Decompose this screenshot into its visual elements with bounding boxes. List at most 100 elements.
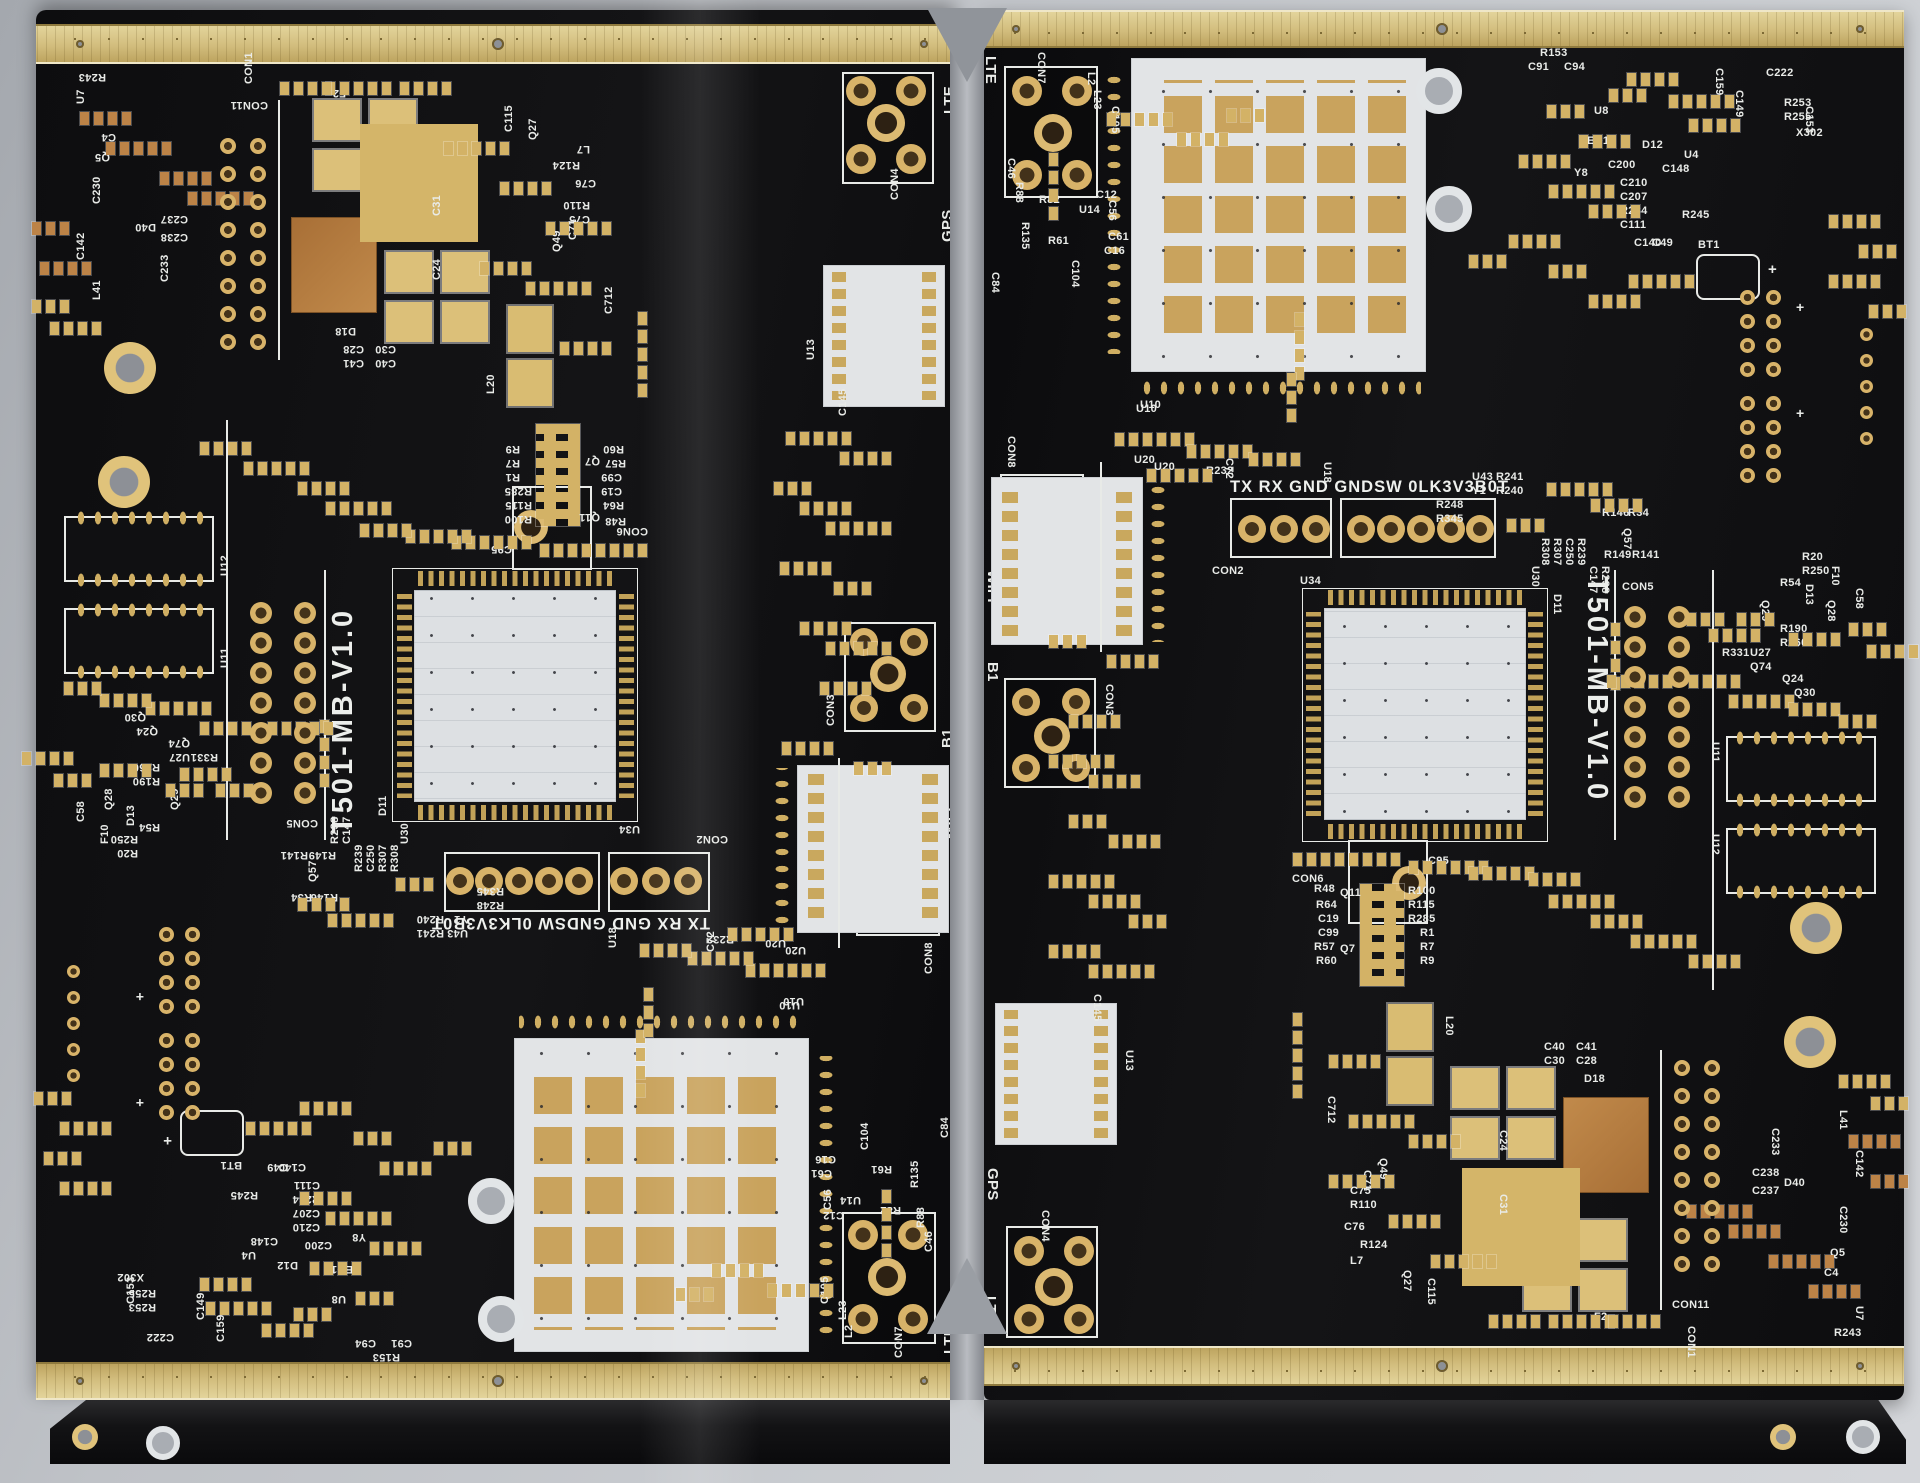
pad: [560, 342, 570, 356]
pad: [1190, 132, 1200, 146]
through-hole: [250, 752, 272, 774]
pad: [1588, 482, 1598, 496]
silk-ref: D40: [134, 221, 156, 233]
through-hole: [1624, 726, 1646, 748]
silk-ref: R60: [1316, 955, 1338, 967]
silk-ref: R34: [1628, 507, 1650, 519]
pad: [1102, 894, 1112, 908]
silk-ref: R248: [476, 899, 505, 911]
pad-row: [1292, 310, 1306, 382]
silk-ref: C61: [810, 1167, 832, 1179]
pad: [442, 82, 452, 96]
silk-ref: R61: [870, 1163, 892, 1175]
pad: [1838, 1074, 1848, 1088]
pad: [882, 1226, 892, 1240]
pad: [78, 682, 88, 696]
pad: [842, 502, 852, 516]
pad: [1616, 294, 1626, 308]
pad-row: [1544, 480, 1614, 498]
pad: [638, 330, 648, 344]
pad: [1102, 964, 1112, 978]
pad: [202, 702, 212, 716]
pad: [644, 1024, 654, 1038]
pad: [294, 82, 304, 96]
pad: [1376, 852, 1386, 866]
silk-ref: R9: [1420, 955, 1435, 967]
pad: [188, 172, 198, 186]
through-hole: [1674, 1256, 1690, 1272]
pad: [1416, 1214, 1426, 1228]
pad: [1518, 154, 1528, 168]
pad-row: [1066, 812, 1108, 830]
pad: [1482, 866, 1492, 880]
pad-row: [1466, 252, 1508, 270]
silk-ref: C104: [1069, 260, 1081, 288]
pad: [1756, 1224, 1766, 1238]
pad: [690, 1288, 700, 1302]
silk-ref: C200: [1608, 159, 1636, 171]
pad: [814, 502, 824, 516]
pad-row: [296, 480, 352, 498]
pad: [1120, 112, 1130, 126]
through-hole: [185, 1033, 200, 1048]
silk-ref: R250: [1802, 565, 1830, 577]
pad: [1852, 714, 1862, 728]
pad: [1810, 1254, 1820, 1268]
pad-row: [30, 298, 72, 316]
pad: [1852, 1074, 1862, 1088]
pad-row: [1112, 430, 1196, 448]
silk-ref: U10: [778, 999, 800, 1011]
pad: [676, 1288, 686, 1302]
pad-row: [818, 680, 874, 698]
silk-ref: R345: [1436, 513, 1464, 525]
through-hole: [1704, 1256, 1720, 1272]
pad: [214, 722, 224, 736]
pad: [368, 1132, 378, 1146]
pad: [568, 282, 578, 296]
through-hole: [1668, 696, 1690, 718]
pad: [1522, 234, 1532, 248]
silk-ref: R308: [389, 844, 401, 873]
silk-ref: Q57: [307, 860, 319, 882]
silk-ref: R7: [1420, 941, 1435, 953]
pad: [554, 544, 564, 558]
pad: [1872, 244, 1882, 258]
antenna-connector-con3: CON3: [1004, 678, 1115, 788]
pad: [1770, 694, 1780, 708]
pad-row: [1864, 642, 1920, 660]
through-hole: [220, 278, 236, 294]
pad: [32, 300, 42, 314]
pad: [60, 1122, 70, 1136]
pad: [1590, 184, 1600, 198]
pad: [1592, 134, 1602, 148]
pad-row: [378, 1160, 434, 1178]
pad: [68, 774, 78, 788]
power-pads: [1452, 1068, 1556, 1160]
pad-row: [1326, 1172, 1396, 1190]
silk-ref: R308: [1539, 538, 1551, 566]
plated-mounting-hole: [1790, 902, 1842, 954]
silk-ref: C115: [503, 105, 515, 132]
pad: [74, 1182, 84, 1196]
pad-row: [744, 962, 828, 980]
pad: [882, 762, 892, 776]
pad-row: [104, 140, 174, 158]
pad-row: [538, 542, 650, 560]
silk-ref: D12: [276, 1259, 298, 1271]
silk-ref: R124: [552, 159, 581, 171]
pad: [120, 142, 130, 156]
silk-ref: R190: [1780, 623, 1808, 635]
pad: [1618, 498, 1628, 512]
pad: [1730, 954, 1740, 968]
pad: [1668, 94, 1678, 108]
pad: [840, 452, 850, 466]
pad: [1134, 112, 1144, 126]
silk-ref: R100: [1408, 885, 1436, 897]
pad: [1736, 628, 1746, 642]
pad: [1686, 1204, 1696, 1218]
pad: [1742, 1204, 1752, 1218]
pad-row: [308, 1260, 364, 1278]
pad: [228, 442, 238, 456]
pad-row: [1588, 496, 1644, 514]
silk-ref: C207: [292, 1207, 321, 1219]
